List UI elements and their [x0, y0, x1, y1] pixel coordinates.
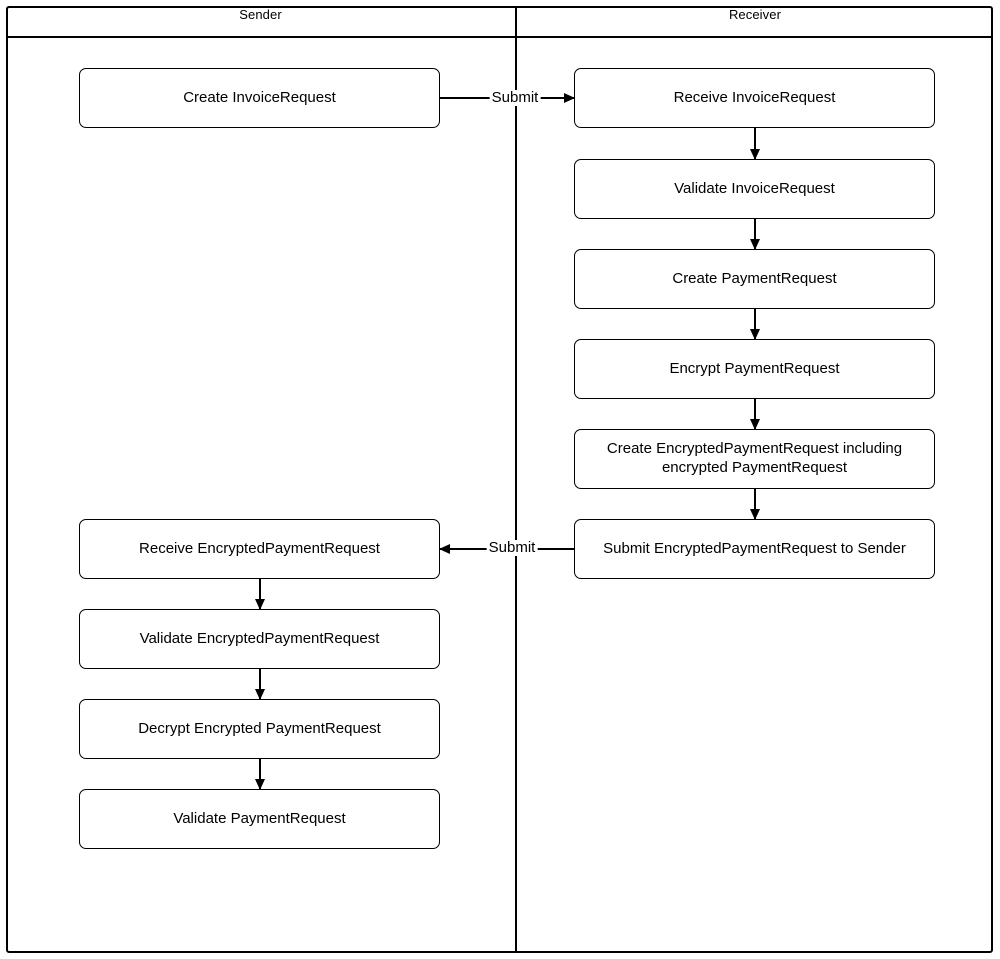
edge-validate-encryptedpaymentrequest-to-decrypt	[259, 669, 261, 699]
node-receive-encryptedpaymentrequest[interactable]: Receive EncryptedPaymentRequest	[79, 519, 440, 579]
node-submit-encryptedpaymentrequest-to-sender[interactable]: Submit EncryptedPaymentRequest to Sender	[574, 519, 935, 579]
lane-title-sender: Sender	[239, 7, 282, 22]
node-validate-encryptedpaymentrequest[interactable]: Validate EncryptedPaymentRequest	[79, 609, 440, 669]
lane-divider	[515, 6, 517, 953]
edge-receive-to-validate-invoicerequest	[754, 128, 756, 159]
edge-decrypt-to-validate-paymentrequest	[259, 759, 261, 789]
swimlane-frame	[6, 6, 993, 953]
node-receive-invoicerequest[interactable]: Receive InvoiceRequest	[574, 68, 935, 128]
node-create-invoicerequest[interactable]: Create InvoiceRequest	[79, 68, 440, 128]
edge-create-encryptedpaymentrequest-to-submit	[754, 489, 756, 519]
edge-receive-to-validate-encryptedpaymentrequest	[259, 579, 261, 609]
node-validate-paymentrequest[interactable]: Validate PaymentRequest	[79, 789, 440, 849]
node-create-encryptedpaymentrequest[interactable]: Create EncryptedPaymentRequest including…	[574, 429, 935, 489]
edge-encrypt-to-create-encryptedpaymentrequest	[754, 399, 756, 429]
edge-label-submit-invoicerequest: Submit	[489, 89, 541, 106]
node-encrypt-paymentrequest[interactable]: Encrypt PaymentRequest	[574, 339, 935, 399]
node-validate-invoicerequest[interactable]: Validate InvoiceRequest	[574, 159, 935, 219]
node-create-paymentrequest[interactable]: Create PaymentRequest	[574, 249, 935, 309]
edge-validate-invoicerequest-to-create-paymentrequest	[754, 219, 756, 249]
edge-create-to-encrypt-paymentrequest	[754, 309, 756, 339]
lane-title-receiver: Receiver	[728, 7, 782, 22]
node-decrypt-encrypted-paymentrequest[interactable]: Decrypt Encrypted PaymentRequest	[79, 699, 440, 759]
lane-header-band	[6, 6, 993, 38]
edge-label-submit-encryptedpaymentrequest: Submit	[486, 539, 538, 556]
